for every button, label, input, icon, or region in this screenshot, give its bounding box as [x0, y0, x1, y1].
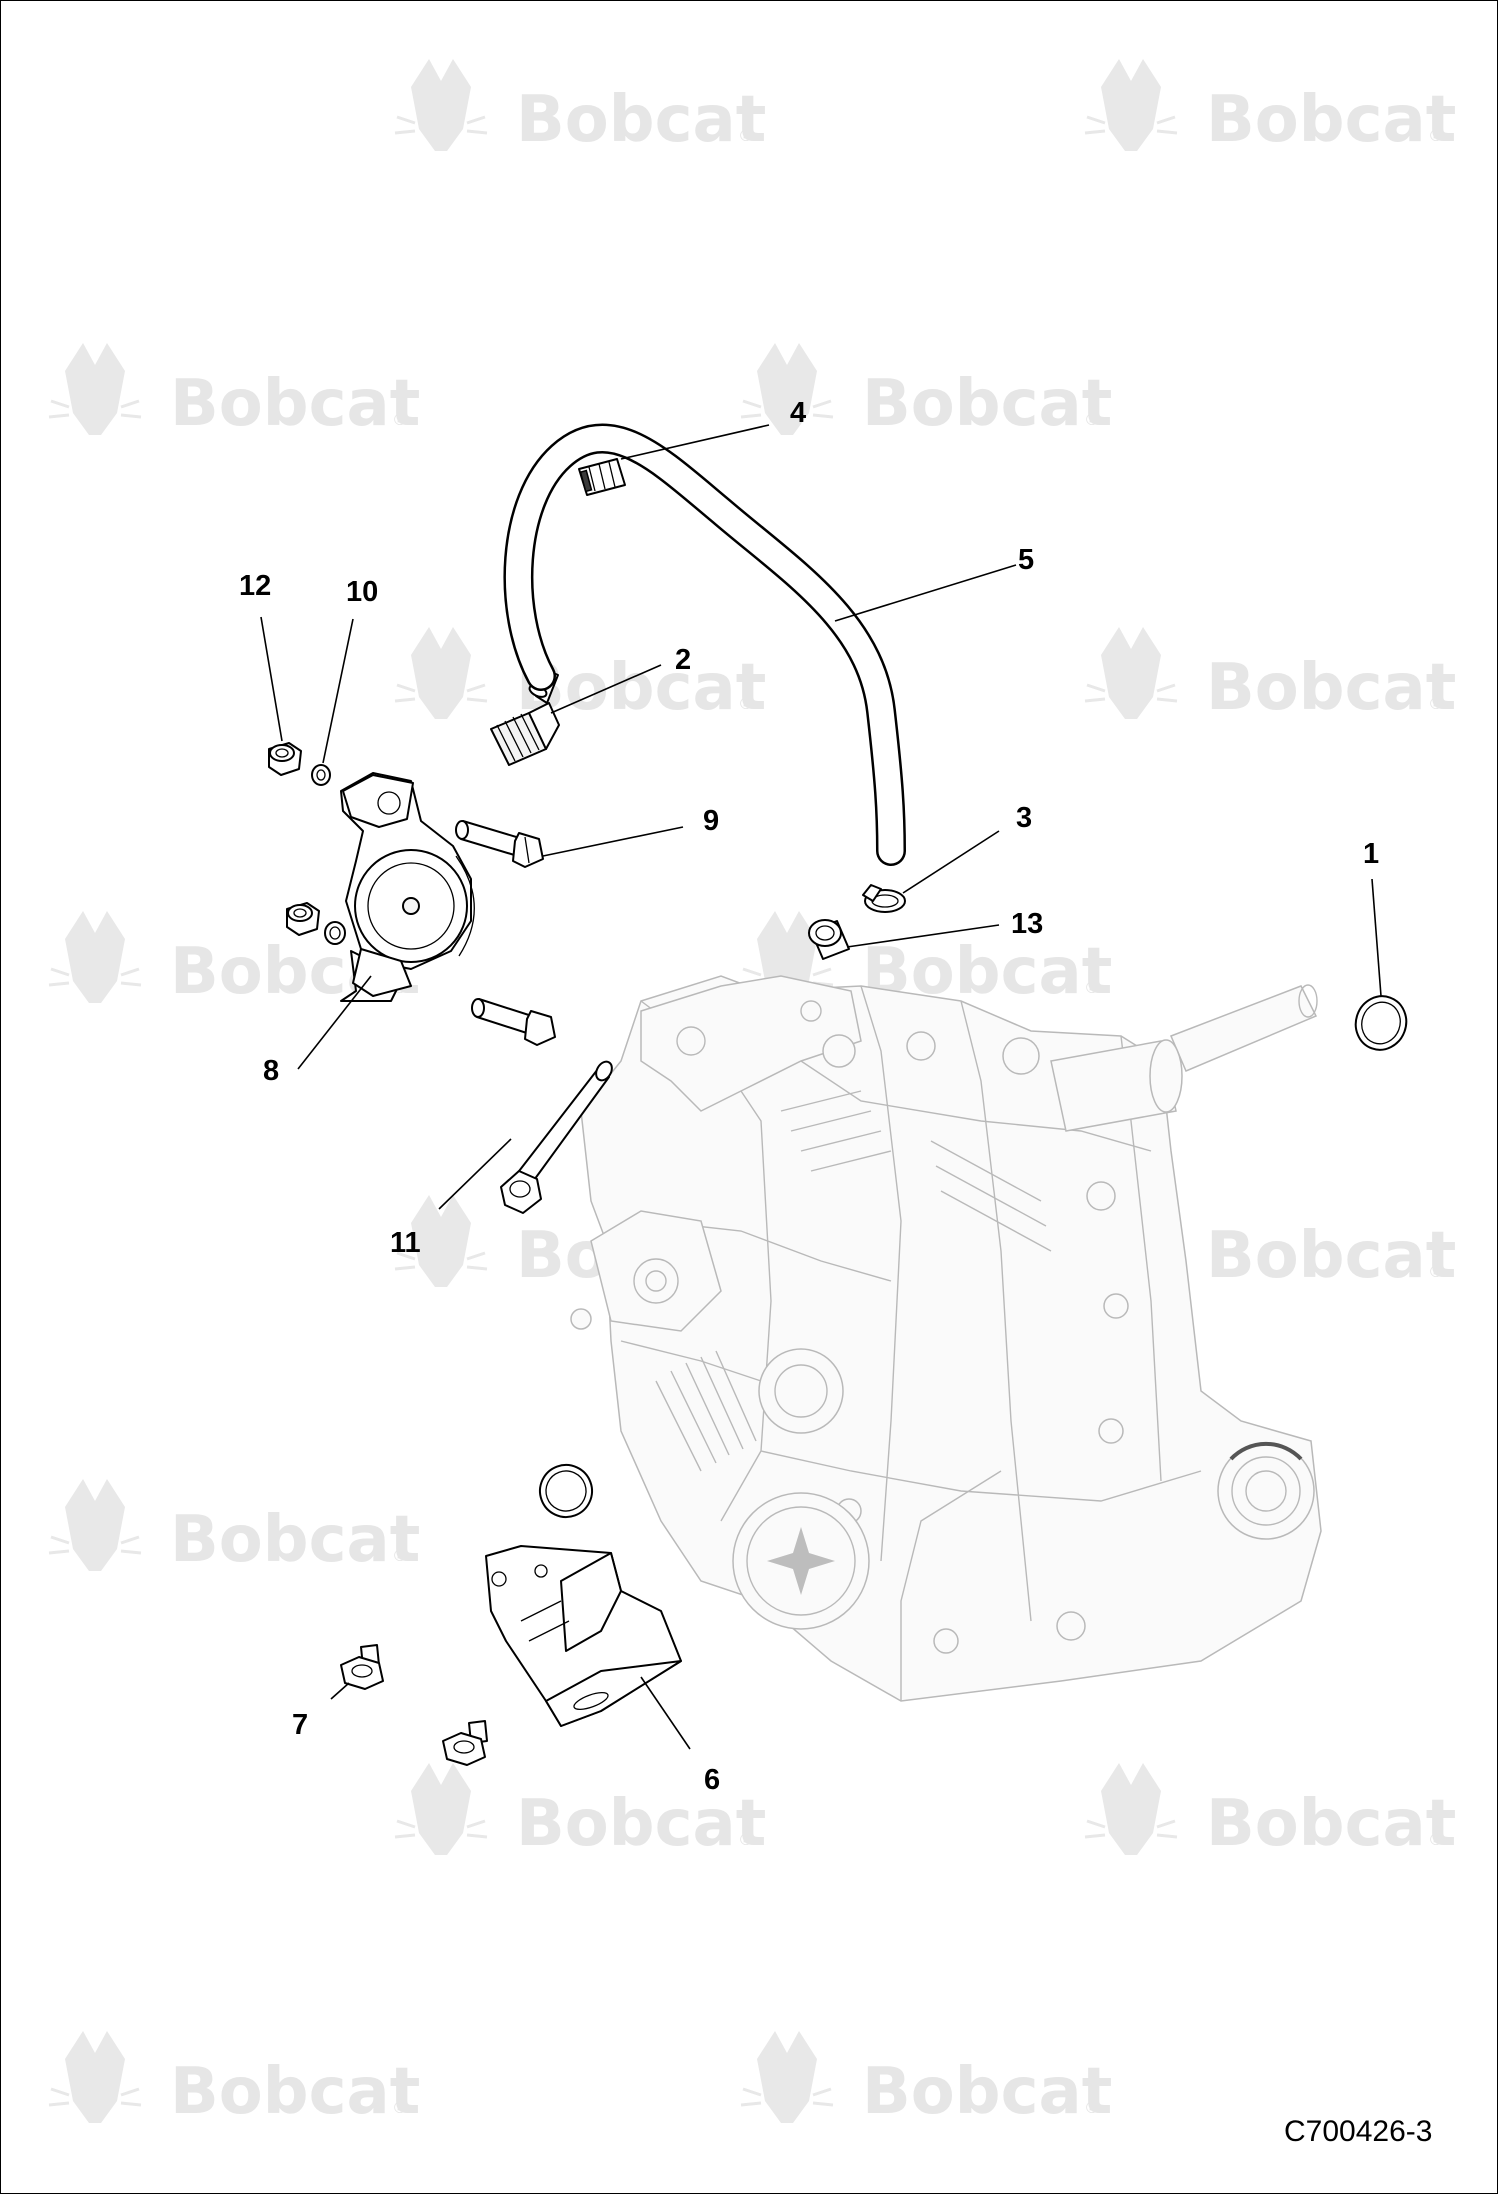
watermark-text: Bobcat: [170, 2055, 420, 2129]
part-9-bolt-lower: [471, 998, 556, 1046]
part-12-flange-nut: [268, 742, 302, 776]
leader-2: [550, 664, 662, 714]
callout-1: 1: [1363, 838, 1379, 870]
part-2-breather-fitting: [490, 670, 560, 766]
leader-11: [438, 1138, 512, 1210]
part-8-actuator-cover: [340, 772, 475, 1002]
callout-6: 6: [704, 1764, 720, 1796]
watermark: Bobcat ®: [1083, 57, 1456, 157]
leader-13: [846, 924, 1000, 948]
watermark: Bobcat ®: [1083, 1761, 1456, 1861]
leader-5: [834, 564, 1017, 622]
part-6-bracket: [485, 1545, 682, 1727]
watermark-text: Bobcat: [1206, 1219, 1456, 1293]
part-7-bolt: [340, 1644, 384, 1690]
watermark-text: Bobcat: [862, 367, 1112, 441]
callout-3: 3: [1016, 802, 1032, 834]
leader-1: [1371, 878, 1382, 997]
callout-12: 12: [239, 570, 271, 602]
callout-11: 11: [390, 1227, 421, 1259]
part-3-hose-clamp: [862, 884, 906, 913]
watermark-reg: ®: [1428, 126, 1444, 145]
leader-6: [640, 1676, 691, 1750]
leader-9: [542, 826, 684, 857]
watermark-text: Bobcat: [170, 1503, 420, 1577]
leader-4: [620, 424, 770, 460]
leader-12: [260, 616, 283, 742]
watermark-text: Bobcat: [862, 2055, 1112, 2129]
watermark: Bobcat ®: [393, 1761, 766, 1861]
callout-9: 9: [703, 805, 719, 837]
watermark: Bobcat ®: [47, 2029, 420, 2129]
figure-id: C700426-3: [1284, 2115, 1432, 2148]
watermark: Bobcat ®: [393, 57, 766, 157]
leader-8: [297, 975, 372, 1070]
watermark: Bobcat ®: [1083, 625, 1456, 725]
leader-7: [330, 1682, 350, 1700]
watermark-reg: ®: [1428, 1262, 1444, 1281]
watermark: Bobcat ®: [47, 341, 420, 441]
watermark-reg: ®: [392, 410, 408, 429]
watermark-text: Bobcat: [1206, 1787, 1456, 1861]
part-4-hose-connector: [578, 458, 626, 496]
watermark: Bobcat ®: [393, 625, 766, 725]
watermark-reg: ®: [738, 1830, 754, 1849]
watermark-reg: ®: [1428, 694, 1444, 713]
part-11-bolt: [500, 1060, 613, 1214]
callout-4: 4: [790, 397, 806, 429]
part-1-o-ring: [1354, 995, 1408, 1051]
watermark-reg: ®: [1084, 978, 1100, 997]
callout-7: 7: [292, 1709, 308, 1741]
part-9-bolt: [455, 820, 544, 868]
leader-lines: [260, 424, 1382, 1750]
callout-2: 2: [675, 644, 691, 676]
watermark-reg: ®: [392, 1546, 408, 1565]
part-10-washer: [311, 764, 331, 786]
leader-3: [902, 830, 1000, 894]
callout-10: 10: [346, 576, 378, 608]
part-13-plug: [808, 919, 850, 960]
part-7-bolt-second: [442, 1720, 488, 1766]
watermark: Bobcat ®: [1083, 1193, 1456, 1293]
callout-5: 5: [1018, 544, 1034, 576]
watermark-reg: ®: [738, 126, 754, 145]
watermark-reg: ®: [392, 2098, 408, 2117]
watermark-reg: ®: [1084, 410, 1100, 429]
part-10-washer-lower: [324, 921, 346, 945]
watermark-text: Bobcat: [170, 367, 420, 441]
watermark-reg: ®: [1084, 2098, 1100, 2117]
part-5-vent-hose: [503, 423, 906, 866]
watermark-text: Bobcat: [516, 83, 766, 157]
watermark-reg: ®: [1428, 1830, 1444, 1849]
leader-10: [322, 618, 354, 764]
watermark: Bobcat ®: [739, 2029, 1112, 2129]
watermark: Bobcat ®: [47, 1477, 420, 1577]
callout-8: 8: [263, 1055, 279, 1087]
part-12-flange-nut-lower: [286, 902, 320, 936]
callout-labels: 1 2 3 4 5 6 7 8 9 10 11 12 13: [239, 397, 1379, 1796]
watermark-reg: ®: [738, 694, 754, 713]
watermark-text: Bobcat: [516, 1787, 766, 1861]
watermark-text: Bobcat: [516, 651, 766, 725]
watermark-text: Bobcat: [1206, 83, 1456, 157]
watermark: Bobcat ®: [739, 341, 1112, 441]
gearbox-housing: [570, 975, 1322, 1702]
callout-13: 13: [1011, 908, 1043, 940]
o-ring-lower: [539, 1464, 593, 1518]
watermark-text: Bobcat: [1206, 651, 1456, 725]
